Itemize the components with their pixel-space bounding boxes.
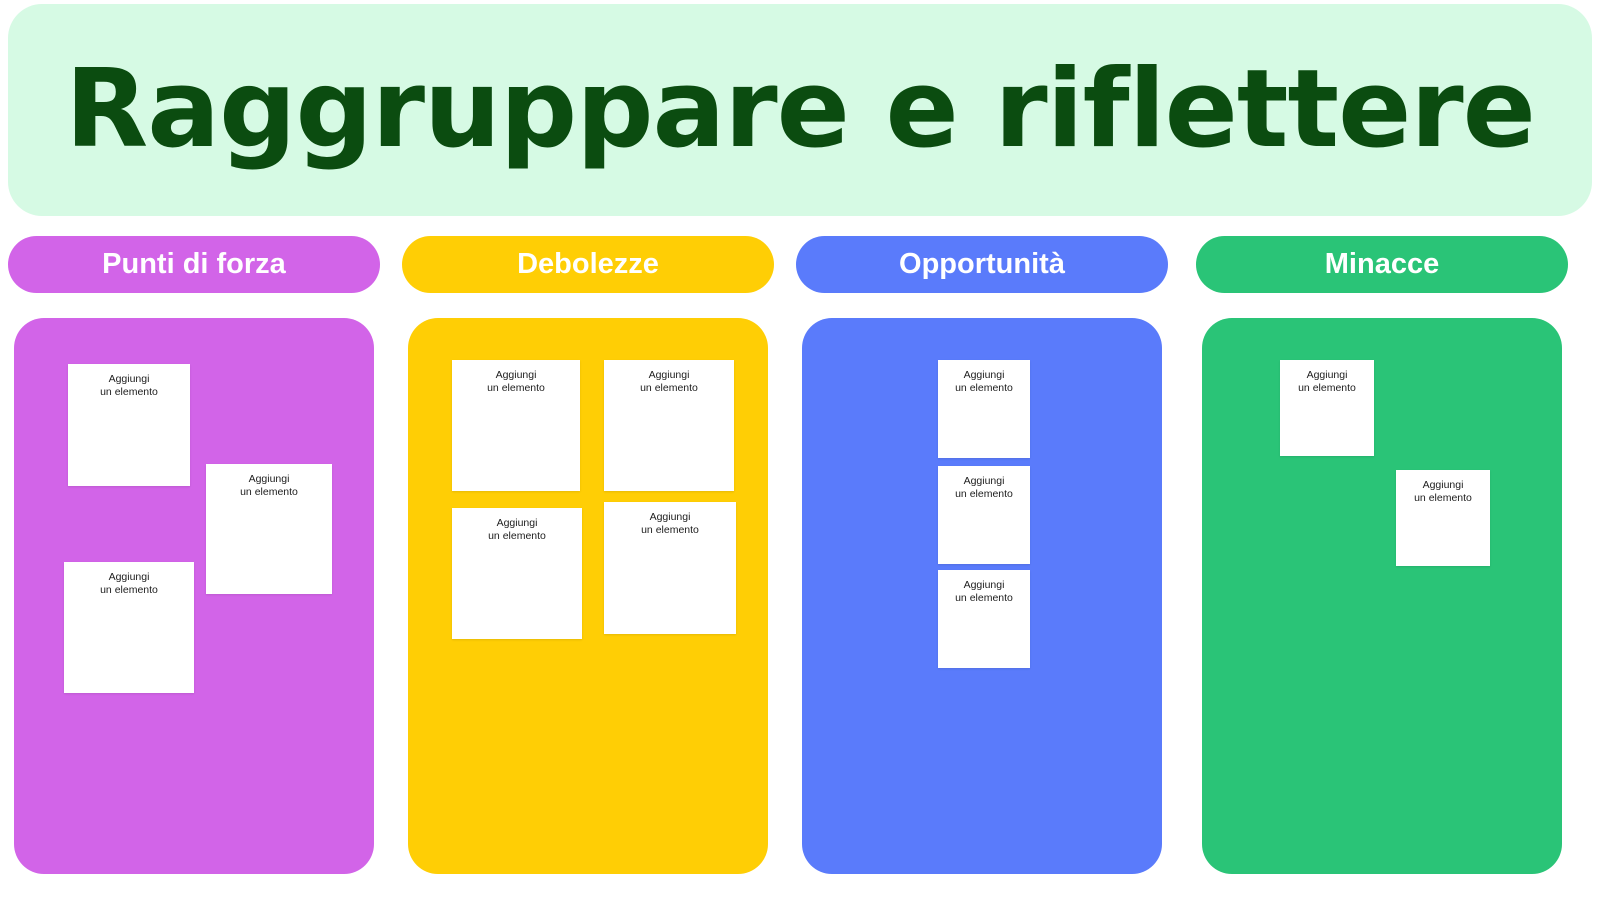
swot-board: Punti di forza Aggiungi un elemento Aggi… bbox=[0, 228, 1600, 888]
sticky-card[interactable]: Aggiungi un elemento bbox=[1396, 470, 1490, 566]
column-panel-opportunities[interactable]: Aggiungi un elemento Aggiungi un element… bbox=[802, 318, 1162, 874]
column-header-weaknesses[interactable]: Debolezze bbox=[402, 236, 774, 293]
column-panel-weaknesses[interactable]: Aggiungi un elemento Aggiungi un element… bbox=[408, 318, 768, 874]
sticky-card[interactable]: Aggiungi un elemento bbox=[206, 464, 332, 594]
column-header-opportunities[interactable]: Opportunità bbox=[796, 236, 1168, 293]
sticky-card-label: Aggiungi un elemento bbox=[641, 511, 699, 537]
column-header-label: Debolezze bbox=[517, 248, 659, 280]
sticky-card-label: Aggiungi un elemento bbox=[100, 373, 158, 399]
column-header-strengths[interactable]: Punti di forza bbox=[8, 236, 380, 293]
column-panel-threats[interactable]: Aggiungi un elemento Aggiungi un element… bbox=[1202, 318, 1562, 874]
sticky-card[interactable]: Aggiungi un elemento bbox=[604, 502, 736, 634]
column-header-label: Opportunità bbox=[899, 248, 1065, 280]
sticky-card-label: Aggiungi un elemento bbox=[640, 369, 698, 395]
sticky-card[interactable]: Aggiungi un elemento bbox=[1280, 360, 1374, 456]
swot-column-opportunities: Opportunità Aggiungi un elemento Aggiung… bbox=[796, 228, 1168, 888]
column-header-label: Minacce bbox=[1324, 248, 1440, 280]
column-panel-strengths[interactable]: Aggiungi un elemento Aggiungi un element… bbox=[14, 318, 374, 874]
sticky-card-label: Aggiungi un elemento bbox=[955, 369, 1013, 395]
sticky-card-label: Aggiungi un elemento bbox=[488, 517, 546, 543]
sticky-card[interactable]: Aggiungi un elemento bbox=[452, 508, 582, 639]
title-banner: Raggruppare e riflettere bbox=[8, 4, 1592, 216]
sticky-card-label: Aggiungi un elemento bbox=[1298, 369, 1356, 395]
sticky-card[interactable]: Aggiungi un elemento bbox=[938, 360, 1030, 458]
sticky-card[interactable]: Aggiungi un elemento bbox=[68, 364, 190, 486]
swot-column-weaknesses: Debolezze Aggiungi un elemento Aggiungi … bbox=[402, 228, 774, 888]
sticky-card-label: Aggiungi un elemento bbox=[240, 473, 298, 499]
sticky-card-label: Aggiungi un elemento bbox=[1414, 479, 1472, 505]
swot-column-threats: Minacce Aggiungi un elemento Aggiungi un… bbox=[1196, 228, 1568, 888]
sticky-card-label: Aggiungi un elemento bbox=[100, 571, 158, 597]
column-header-threats[interactable]: Minacce bbox=[1196, 236, 1568, 293]
sticky-card[interactable]: Aggiungi un elemento bbox=[938, 570, 1030, 668]
sticky-card[interactable]: Aggiungi un elemento bbox=[604, 360, 734, 491]
swot-column-strengths: Punti di forza Aggiungi un elemento Aggi… bbox=[8, 228, 380, 888]
sticky-card[interactable]: Aggiungi un elemento bbox=[938, 466, 1030, 564]
sticky-card-label: Aggiungi un elemento bbox=[955, 475, 1013, 501]
sticky-card[interactable]: Aggiungi un elemento bbox=[64, 562, 194, 693]
sticky-card-label: Aggiungi un elemento bbox=[487, 369, 545, 395]
page-title: Raggruppare e riflettere bbox=[65, 47, 1536, 172]
column-header-label: Punti di forza bbox=[102, 248, 286, 280]
sticky-card[interactable]: Aggiungi un elemento bbox=[452, 360, 580, 491]
sticky-card-label: Aggiungi un elemento bbox=[955, 579, 1013, 605]
